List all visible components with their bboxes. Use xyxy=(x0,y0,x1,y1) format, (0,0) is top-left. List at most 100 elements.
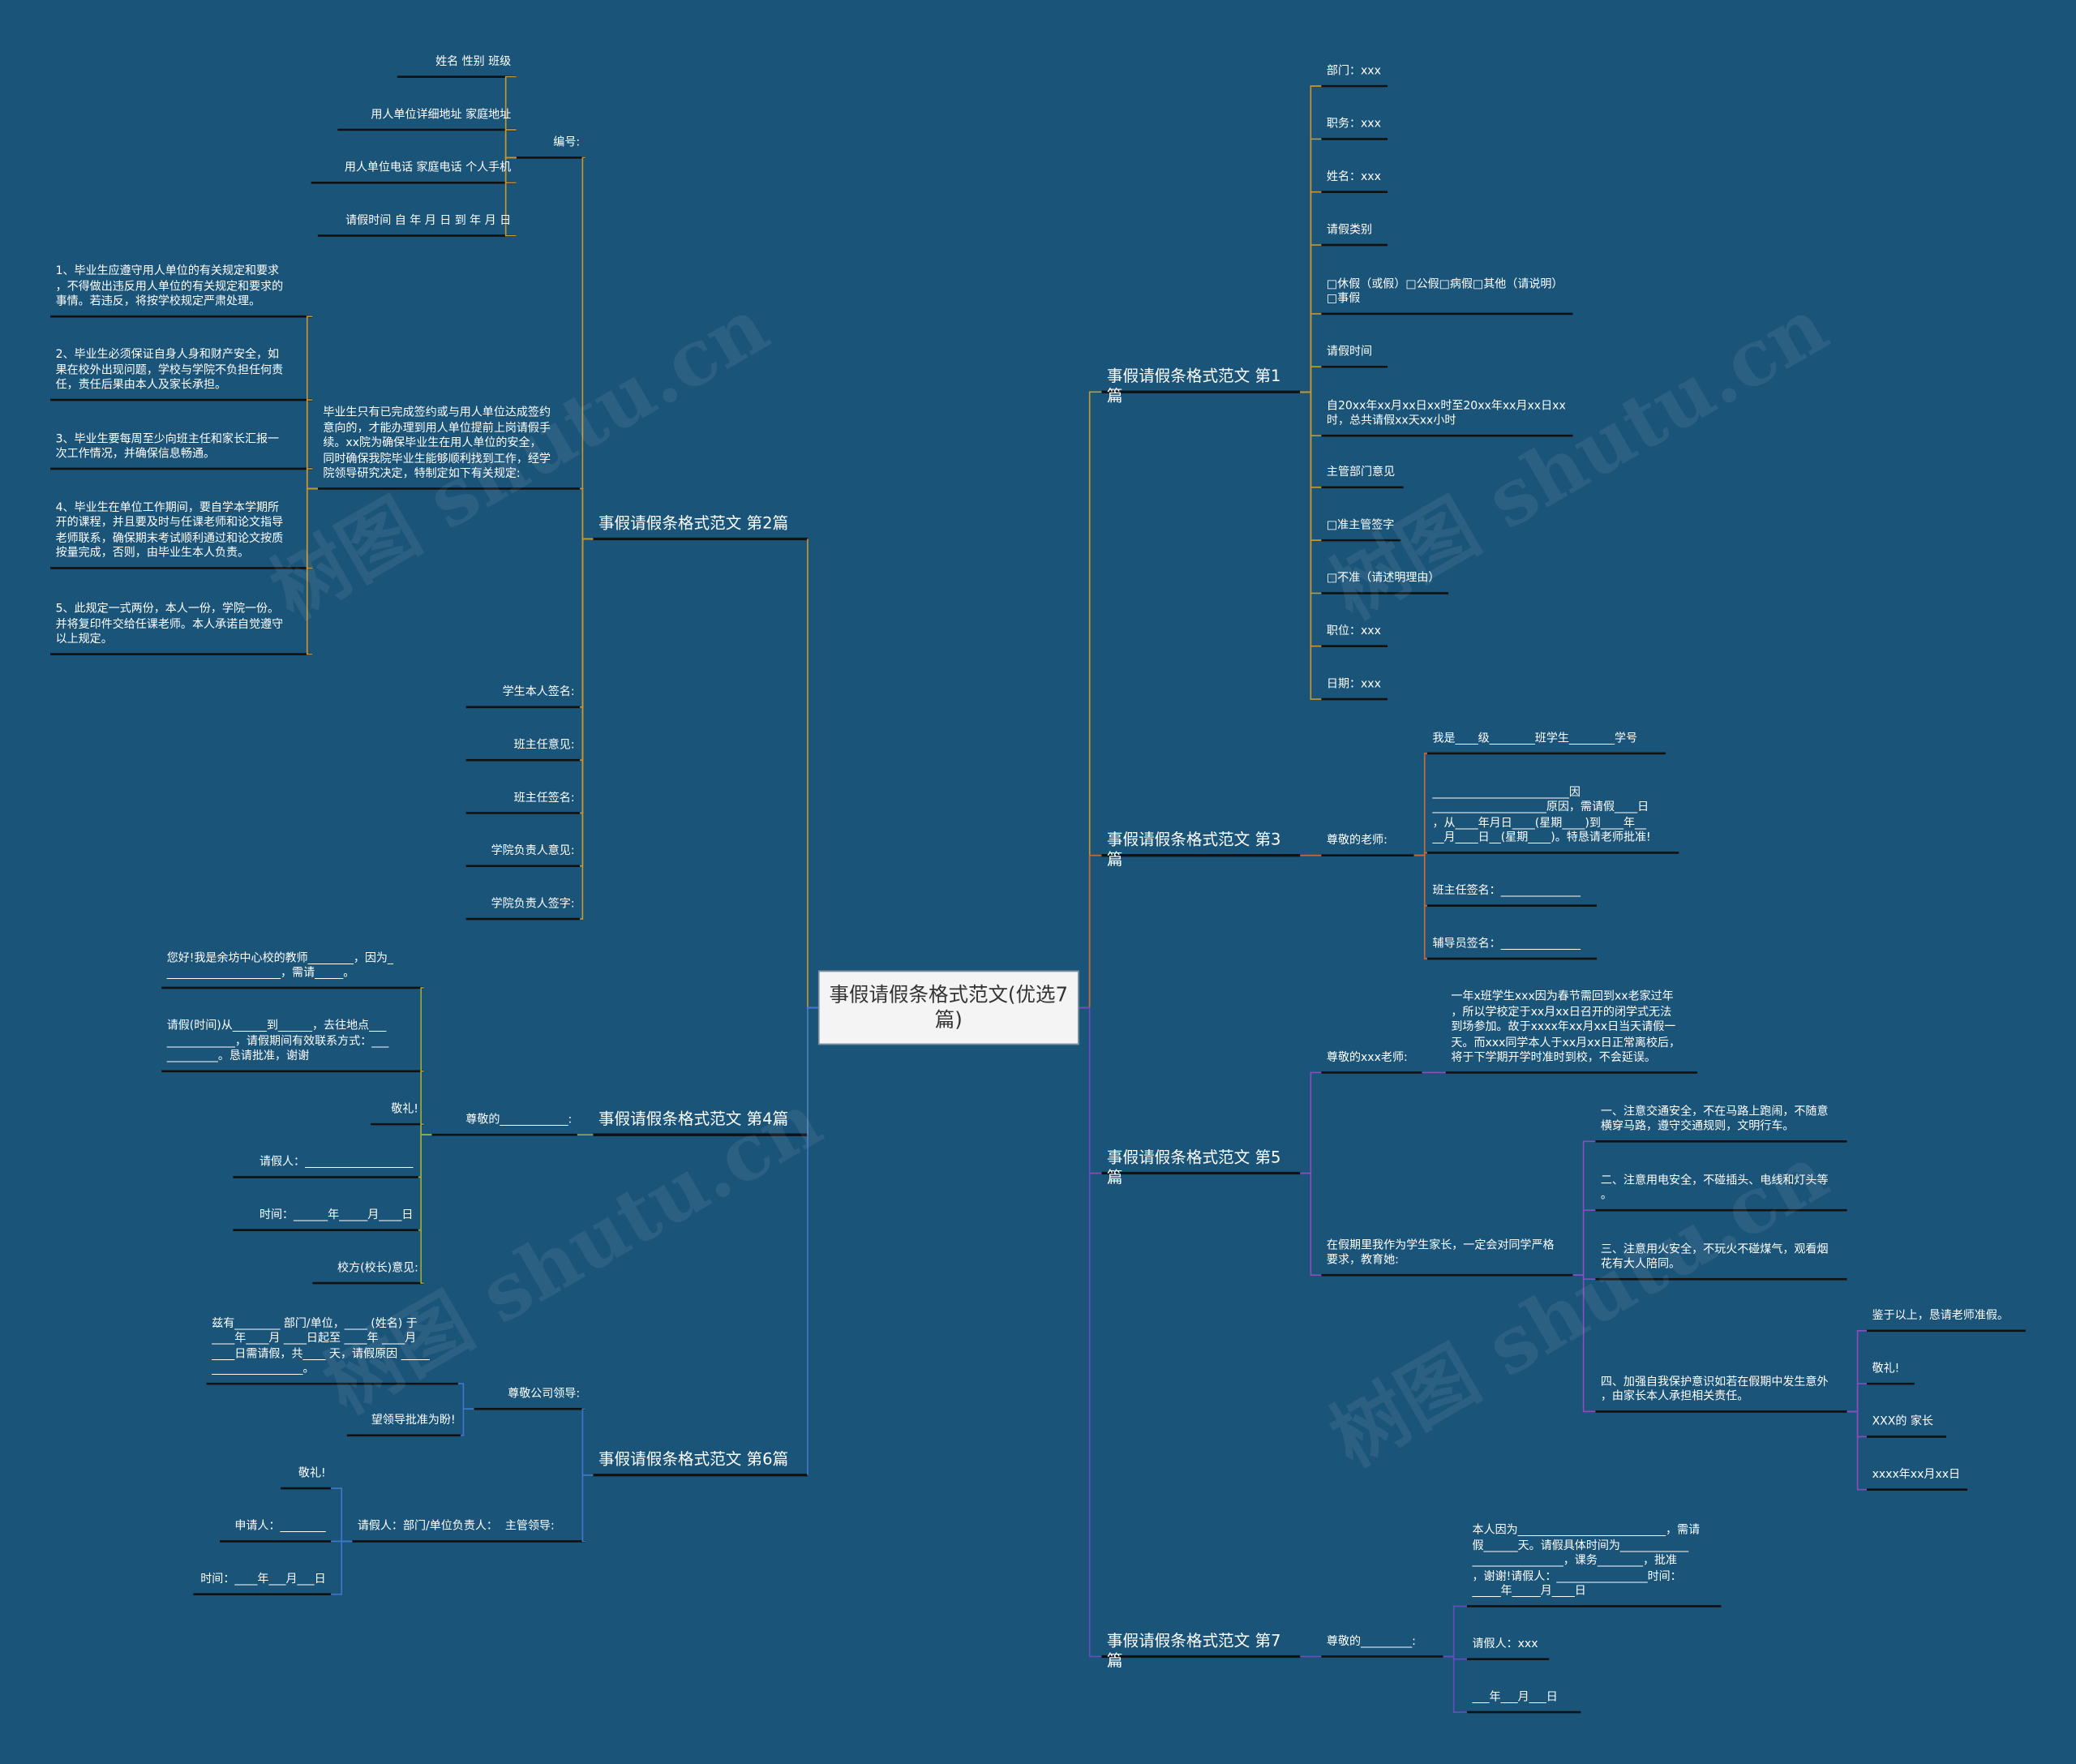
topic-b1-1[interactable]: 部门：xxx xyxy=(1326,65,1381,79)
topic-b3-3[interactable]: 班主任签名：______________ xyxy=(1432,885,1581,899)
topic-b2-bh-1[interactable]: 姓名 性别 班级 xyxy=(435,56,512,70)
topic-b2-s2[interactable]: 班主任意见: xyxy=(513,739,575,753)
topic-b6-a[interactable]: 尊敬公司领导: xyxy=(508,1388,581,1401)
topic-b6-b-1[interactable]: 敬礼! xyxy=(298,1467,326,1481)
topic-b5-b-4[interactable]: 四、加强自我保护意识如若在假期中发生意外 ，由家长本人承担相关责任。 xyxy=(1600,1375,1829,1405)
connector-b5-b xyxy=(1300,1172,1322,1277)
topic-b3[interactable]: 事假请假条格式范文 第3篇 xyxy=(1106,830,1281,869)
topic-b4-2[interactable]: 请假(时间)从______到______，去往地点___ ___________… xyxy=(166,1019,389,1064)
topic-b5-b-1[interactable]: 一、注意交通安全，不在马路上跑闹，不随意 横穿马路，遵守交通规则，文明行车。 xyxy=(1600,1105,1829,1135)
topic-b4-1[interactable]: 您好!我是余坊中心校的教师________，因为_ ______________… xyxy=(166,951,393,981)
topic-b5-c-1[interactable]: 鉴于以上，恳请老师准假。 xyxy=(1872,1310,2009,1324)
connector-b2-gd-4 xyxy=(306,487,318,569)
topic-b1-2[interactable]: 职务：xxx xyxy=(1326,118,1381,132)
connector-b2-gd xyxy=(580,487,594,540)
connector-b2-bh-4 xyxy=(504,157,517,237)
topic-b1-9[interactable]: □准主管签字 xyxy=(1326,519,1395,533)
connector-b7-1 xyxy=(1443,1605,1467,1658)
topic-b2-gd-2[interactable]: 2、毕业生必须保证自身人身和财产安全，如 果在校外出现问题，学校与学院不负担任何… xyxy=(55,348,284,393)
connector-b2 xyxy=(807,539,818,1009)
connector-b2-gd-5 xyxy=(306,487,318,655)
topic-b6-b-3[interactable]: 时间：____年___月___日 xyxy=(200,1573,326,1587)
connector-b3 xyxy=(1079,854,1102,1009)
topic-b4-3[interactable]: 敬礼! xyxy=(391,1103,418,1117)
topic-b7-3[interactable]: ___年___月___日 xyxy=(1472,1691,1558,1705)
topic-b1-4[interactable]: 请假类别 xyxy=(1326,224,1373,238)
connector-b2-bh-2 xyxy=(504,129,517,159)
topic-b2-gd-4[interactable]: 4、毕业生在单位工作期间，要自学本学期所 开的课程，并且要及时与任课老师和论文指… xyxy=(55,501,284,561)
topic-b4[interactable]: 事假请假条格式范文 第4篇 xyxy=(598,1109,789,1129)
topic-b4-4[interactable]: 请假人：___________________ xyxy=(259,1156,414,1170)
connector-b4-6 xyxy=(420,1134,432,1284)
topic-b2-gd-3[interactable]: 3、毕业生要每周至少向班主任和家长汇报一 次工作情况，并确保信息畅通。 xyxy=(55,432,280,461)
topic-b1-3[interactable]: 姓名：xxx xyxy=(1326,171,1381,185)
connector-b6-a-2 xyxy=(461,1408,474,1436)
topic-b1-5[interactable]: □休假（或假）□公假□病假□其他（请说明） □事假 xyxy=(1326,277,1563,307)
topic-b2-s1[interactable]: 学生本人签名: xyxy=(502,686,575,700)
connector-b2-bh xyxy=(581,157,594,540)
topic-b6-a-1[interactable]: 兹有________ 部门/单位，____ (姓名) 于 ____年____月 … xyxy=(212,1316,430,1376)
topic-b6-a-2[interactable]: 望领导批准为盼! xyxy=(371,1414,456,1428)
topic-b2-bh-3[interactable]: 用人单位电话 家庭电话 个人手机 xyxy=(344,161,512,176)
topic-b6-b-2[interactable]: 申请人：________ xyxy=(234,1520,326,1534)
connector-b2-gd-2 xyxy=(306,399,318,490)
connector-b2-gd-3 xyxy=(306,468,318,490)
topic-b2-gd[interactable]: 毕业生只有已完成签约或与用人单位达成签约 意向的，才能办理到用人单位提前上岗请假… xyxy=(323,406,551,482)
connector-b4-3 xyxy=(420,1123,432,1135)
connector-b7-3 xyxy=(1443,1655,1467,1713)
topic-b5-b-3[interactable]: 三、注意用火安全，不玩火不碰煤气，观看烟 花有大人陪同。 xyxy=(1600,1243,1829,1272)
topic-b7-2[interactable]: 请假人：xxx xyxy=(1472,1638,1538,1652)
connector-b5-b-2 xyxy=(1572,1209,1596,1277)
topic-b7[interactable]: 事假请假条格式范文 第7篇 xyxy=(1106,1631,1281,1670)
topic-b5-c-2[interactable]: 敬礼! xyxy=(1872,1363,1900,1376)
connector-b5-c-2 xyxy=(1847,1383,1868,1413)
topic-b5-b[interactable]: 在假期里我作为学生家长，一定会对同学严格 要求，教育她: xyxy=(1326,1238,1555,1268)
topic-b5-c-4[interactable]: xxxx年xx月xx日 xyxy=(1872,1469,1961,1483)
connector-b4 xyxy=(807,1006,818,1135)
topic-b3-zj[interactable]: 尊敬的老师: xyxy=(1326,835,1388,848)
connector-b2-gd-1 xyxy=(306,315,318,490)
topic-b2-bh-4[interactable]: 请假时间 自 年 月 日 到 年 月 日 xyxy=(345,215,512,229)
connector-b1-6 xyxy=(1300,366,1322,393)
connector-b2-s5 xyxy=(580,538,594,920)
topic-b5-a[interactable]: 尊敬的xxx老师: xyxy=(1326,1051,1408,1066)
topic-b1-10[interactable]: □不准（请述明理由） xyxy=(1326,572,1440,586)
topic-b1[interactable]: 事假请假条格式范文 第1篇 xyxy=(1106,367,1281,406)
topic-b3-1[interactable]: 我是____级________班学生________学号 xyxy=(1432,732,1638,746)
connector-b5-a xyxy=(1300,1071,1322,1174)
topic-b1-8[interactable]: 主管部门意见 xyxy=(1326,466,1396,480)
connector-b6-a xyxy=(581,1408,594,1476)
topic-b2-bh[interactable]: 编号: xyxy=(553,136,581,151)
topic-b4-zj[interactable]: 尊敬的____________: xyxy=(465,1114,573,1128)
topic-b5-b-2[interactable]: 二、注意用电安全，不碰插头、电线和灯头等 。 xyxy=(1600,1174,1829,1204)
topic-b6[interactable]: 事假请假条格式范文 第6篇 xyxy=(598,1449,789,1469)
topic-b1-12[interactable]: 日期：xxx xyxy=(1326,678,1381,692)
topic-b2-gd-5[interactable]: 5、此规定一式两份，本人一份，学院一份。 并将复印件交给任课老师。本人承诺自觉遵… xyxy=(55,603,284,647)
topic-b3-4[interactable]: 辅导员签名：______________ xyxy=(1432,938,1581,951)
connector-b6-b xyxy=(581,1474,594,1543)
topic-b2-s3[interactable]: 班主任签名: xyxy=(513,792,575,806)
topic-b7-zj[interactable]: 尊敬的_________: xyxy=(1326,1635,1416,1650)
topic-b2[interactable]: 事假请假条格式范文 第2篇 xyxy=(598,513,789,533)
topic-b3-2[interactable]: ________________________因 ______________… xyxy=(1432,786,1651,846)
topic-b4-5[interactable]: 时间：______年_____月____日 xyxy=(259,1209,414,1223)
topic-b2-bh-2[interactable]: 用人单位详细地址 家庭地址 xyxy=(371,109,512,122)
topic-b6-b[interactable]: 请假人：部门/单位负责人： 主管领导: xyxy=(357,1520,555,1534)
topic-b5-a-1[interactable]: 一年x班学生xxx因为春节需回到xx老家过年 ，所以学校定于xx月xx日召开的闭… xyxy=(1451,990,1681,1066)
topic-b1-11[interactable]: 职位：xxx xyxy=(1326,625,1381,639)
connector-b1-12 xyxy=(1300,391,1322,700)
connector-b6 xyxy=(807,1006,818,1475)
topic-b4-6[interactable]: 校方(校长)意见: xyxy=(337,1262,418,1276)
topic-b1-7[interactable]: 自20xx年xx月xx日xx时至20xx年xx月xx日xx 时，总共请假xx天x… xyxy=(1326,399,1566,428)
root-topic[interactable]: 事假请假条格式范文(优选7篇) xyxy=(817,970,1079,1045)
connector-b3-4 xyxy=(1413,854,1427,959)
connector-b7 xyxy=(1079,1006,1102,1658)
topic-b2-s4[interactable]: 学院负责人意见: xyxy=(491,845,575,859)
topic-b5[interactable]: 事假请假条格式范文 第5篇 xyxy=(1106,1148,1281,1187)
topic-b1-6[interactable]: 请假时间 xyxy=(1326,346,1373,360)
topic-b2-s5[interactable]: 学院负责人签字: xyxy=(491,898,575,912)
topic-b7-1[interactable]: 本人因为__________________________，需请 假_____… xyxy=(1472,1524,1701,1599)
topic-b2-gd-1[interactable]: 1、毕业生应遵守用人单位的有关规定和要求 ，不得做出违反用人单位的有关规定和要求… xyxy=(55,264,284,310)
topic-b5-c-3[interactable]: XXX的 家长 xyxy=(1872,1415,1933,1430)
